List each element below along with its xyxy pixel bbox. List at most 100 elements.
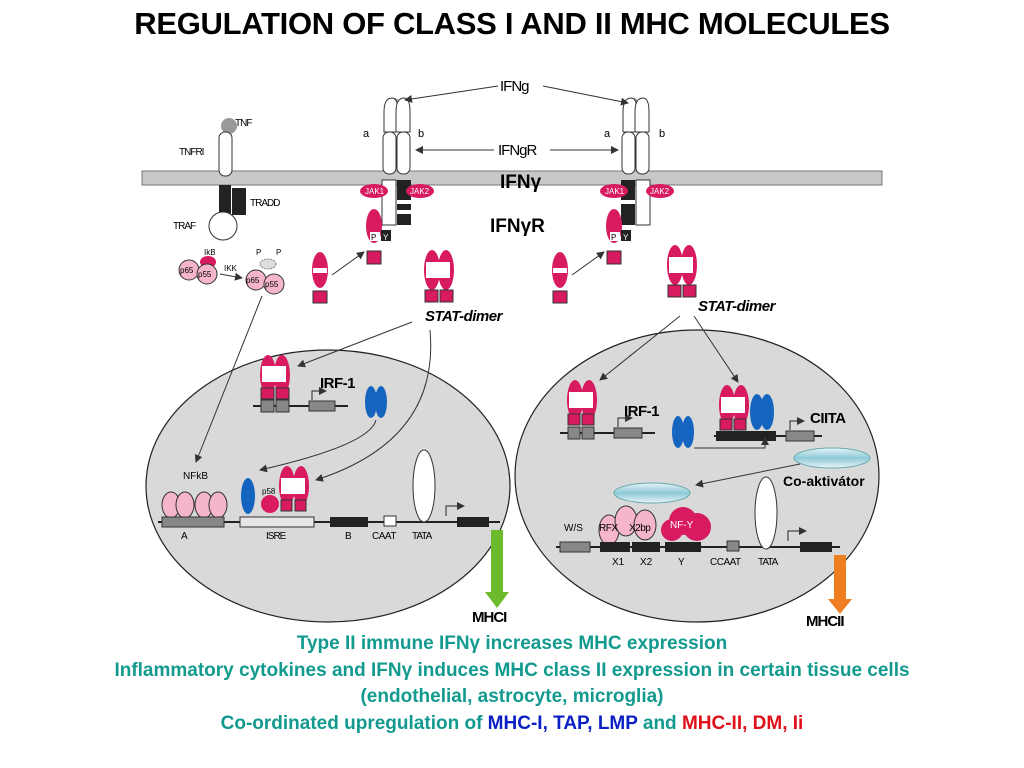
irf1-to-ciita-arrow [694, 437, 769, 449]
stat-on-irf1-promoter-right [560, 380, 655, 440]
coactivator-upper [793, 447, 871, 469]
y-label-left-rec: Y [383, 233, 389, 242]
x2bp-label: X2bp [629, 523, 651, 534]
ciita-promoter [714, 385, 822, 442]
stat-monomer-right [552, 252, 568, 304]
x1-label: X1 [612, 557, 625, 568]
caption-line-3: (endothelial, astrocyte, microglia) [360, 686, 664, 707]
ifng-arrow-left [404, 85, 499, 103]
ifngr-label-mid: IFNgR [498, 142, 538, 159]
p55-label-2: p55 [265, 280, 279, 289]
caption-comma-3: , [742, 713, 753, 734]
stat-dimer-arrow-ciita [693, 315, 739, 383]
y-box-label: Y [678, 557, 685, 568]
caption-line-4: Co-ordinated upregulation of MHC-I, TAP,… [0, 713, 1024, 735]
chain-a-label-left: a [363, 128, 370, 140]
p65-label-2: p65 [246, 276, 260, 285]
nfkb-to-nucleus-arrow [194, 295, 263, 463]
caption-lmp: LMP [597, 713, 638, 734]
jak1-label-left: JAK1 [365, 187, 385, 196]
rfx-label: RFX [599, 523, 618, 534]
caption-mhc1: MHC-I [487, 713, 543, 734]
p-label-ikb-2: P [276, 248, 281, 257]
ifng-arrow-right [542, 85, 629, 106]
a-box-label: A [181, 531, 188, 542]
jak2-label-right: JAK2 [650, 187, 670, 196]
irf1-label-right: IRF-1 [624, 403, 659, 420]
p-label-right-rec: P [611, 233, 616, 242]
tata-label-left: TATA [412, 531, 433, 542]
caption-dm: DM [752, 713, 783, 734]
tata-label-right: TATA [758, 557, 779, 568]
tnfri-label: TNFRI [179, 147, 204, 158]
stat-monomer-left [312, 252, 328, 304]
coactivator-arrow [695, 463, 801, 488]
irf1-protein-right [672, 416, 694, 448]
slide-title: REGULATION OF CLASS I AND II MHC MOLECUL… [134, 6, 890, 41]
mhc2-promoter [556, 476, 852, 614]
stat-dimer-label-right: STAT-dimer [698, 298, 777, 315]
coactivator-label: Co-aktivátor [783, 473, 865, 489]
p58-label: p58 [262, 487, 276, 496]
ikb-label: IkB [204, 248, 216, 257]
y-label-right-rec: Y [623, 233, 629, 242]
chain-b-label-left: b [418, 128, 424, 140]
chain-a-label-right: a [604, 128, 611, 140]
caption-mhc2: MHC-II [681, 713, 743, 734]
stat-dimer-arrow-irf1-right [599, 315, 681, 381]
caption-tap: TAP [553, 713, 588, 734]
ifng-label-top: IFNg [500, 78, 529, 95]
caat-label: CAAT [372, 531, 396, 542]
ikk-label: IKK [224, 264, 238, 273]
caption-line-1: Type II immune IFNγ increases MHC expres… [296, 633, 728, 654]
tradd-label: TRADD [250, 198, 280, 209]
ws-label: W/S [564, 523, 583, 534]
caption-comma-4: , [782, 713, 793, 734]
irf1-label-left: IRF-1 [320, 375, 355, 392]
stat-dimer-arrow-isre [315, 329, 432, 482]
caption-comma-1: , [542, 713, 554, 734]
jak1-label-right: JAK1 [605, 187, 625, 196]
stat-to-receptor-arrow-right [571, 251, 605, 276]
tnf-label: TNF [235, 118, 252, 129]
ciita-label: CIITA [810, 410, 846, 427]
tnf-receptor [208, 118, 246, 241]
caption-prefix: Co-ordinated upregulation of [220, 713, 488, 734]
caption-comma-2: , [587, 713, 598, 734]
ikb-nfkb-complex [178, 256, 285, 295]
jak2-label-left: JAK2 [410, 187, 430, 196]
ccaat-label: CCAAT [710, 557, 741, 568]
cell-membrane [141, 170, 883, 186]
ifng-receptor-left [360, 97, 434, 265]
irf1-protein-left [365, 386, 387, 418]
caption-and: and [637, 713, 682, 734]
nucleus-left [145, 349, 511, 623]
caption-line-2: Inflammatory cytokines and IFNγ induces … [114, 660, 910, 681]
stat-dimer-right [667, 245, 697, 298]
mhcii-label: MHCII [806, 613, 844, 630]
stat-dimer-left [424, 250, 454, 303]
x2-label: X2 [640, 557, 653, 568]
b-box-label: B [345, 531, 352, 542]
traf-label: TRAF [173, 221, 196, 232]
ifng-greek-label: IFNγ [500, 172, 542, 193]
p-label-left-rec: P [371, 233, 376, 242]
mhc-regulation-diagram: a b JAK1 JAK2 P Y a b JAK1 JAK2 P Y IFNg… [141, 78, 883, 630]
chain-b-label-right: b [659, 128, 665, 140]
ifng-receptor-right [600, 97, 674, 265]
ikk-arrow [219, 272, 243, 281]
stat-dimer-label-left: STAT-dimer [425, 308, 504, 325]
mhc1-promoter [158, 449, 509, 608]
irf1-to-isre-arrow [259, 419, 377, 473]
ifngr-greek-label: IFNγR [490, 216, 545, 237]
p65-label-1: p65 [180, 266, 194, 275]
mhci-label: MHCI [472, 609, 507, 626]
p55-label-1: p55 [198, 270, 212, 279]
p-label-ikb-1: P [256, 248, 261, 257]
caption-li: Ii [792, 713, 804, 734]
stat-on-irf1-promoter-left [253, 355, 348, 413]
stat-to-receptor-arrow-left [331, 251, 365, 276]
coactivator-lower [613, 482, 691, 504]
nfy-label: NF-Y [670, 520, 694, 531]
nfkb-label: NFkB [183, 471, 208, 482]
